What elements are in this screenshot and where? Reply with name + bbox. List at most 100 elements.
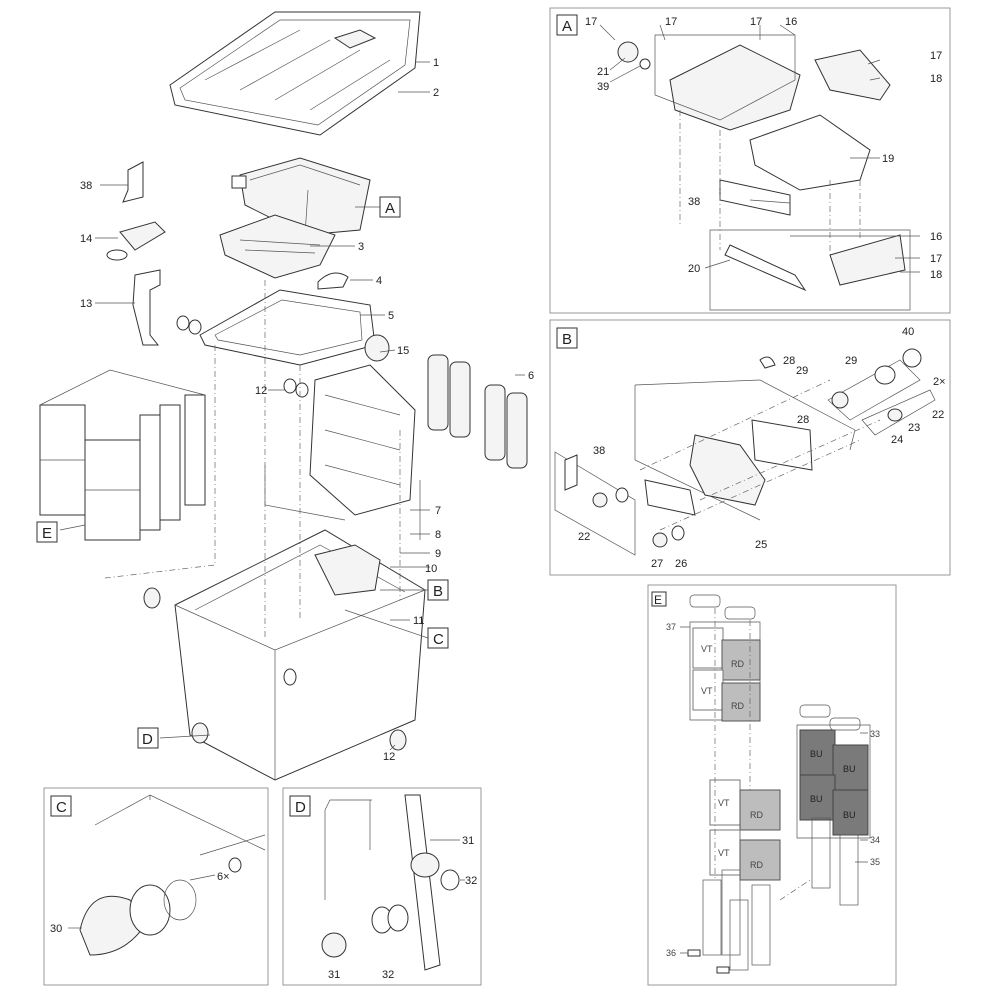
part-14 <box>119 221 166 251</box>
callout-label: E <box>654 593 662 607</box>
callout-label: 20 <box>688 263 700 275</box>
callout-label: 27 <box>651 558 663 570</box>
part-foam-stack <box>39 369 206 541</box>
callout-label: D <box>295 799 306 816</box>
detail-panel-d: D 31 32 31 32 <box>282 787 482 986</box>
callout-label: 31 <box>328 969 340 981</box>
callout-label: VT <box>701 686 713 696</box>
callout-label: BU <box>810 794 823 804</box>
callout-label: 18 <box>930 269 942 281</box>
callout-label: 37 <box>666 622 676 632</box>
callout-label: 25 <box>755 539 767 551</box>
detail-panel-e: E VT RD VT RD VT RD VT RD BU BU BU BU 37… <box>647 584 897 986</box>
callout-label: 10 <box>425 563 437 575</box>
callout-label: 17 <box>930 50 942 62</box>
callout-label: 31 <box>462 835 474 847</box>
callout-label: 38 <box>80 180 92 192</box>
callout-label: 17 <box>585 16 597 28</box>
callout-label: C <box>433 631 444 648</box>
callout-label: 7 <box>435 505 441 517</box>
callout-label: 6× <box>217 871 230 883</box>
callout-label: 1 <box>433 57 439 69</box>
callout-label: 19 <box>882 153 894 165</box>
callout-label: 36 <box>666 948 676 958</box>
callout-label: B <box>433 583 443 600</box>
callout-label: 8 <box>435 529 441 541</box>
callout-label: RD <box>731 659 744 669</box>
part-connector <box>143 587 161 609</box>
callout-label: 34 <box>870 835 880 845</box>
callout-label: 17 <box>665 16 677 28</box>
callout-label: 18 <box>930 73 942 85</box>
callout-label: 15 <box>397 345 409 357</box>
callout-label: 4 <box>376 275 382 287</box>
main-assembly: 1 2 38 14 13 3 4 5 15 12 6 7 8 9 10 11 1… <box>36 11 534 781</box>
part-filter-box <box>174 529 426 781</box>
main-callouts: 1 2 38 14 13 3 4 5 15 12 6 7 8 9 10 11 1… <box>80 57 534 763</box>
callout-label: BU <box>843 764 856 774</box>
callout-label: RD <box>731 701 744 711</box>
part-38 <box>122 161 144 203</box>
callout-label: 12 <box>255 385 267 397</box>
part-13 <box>132 269 161 346</box>
callout-label: D <box>142 731 153 748</box>
callout-label: 32 <box>465 875 477 887</box>
part-tray <box>219 214 336 279</box>
callout-label: 39 <box>597 81 609 93</box>
callout-label: 22 <box>932 409 944 421</box>
part-connector-d <box>191 722 209 744</box>
callout-label: 11 <box>413 615 424 627</box>
callout-label: C <box>56 799 67 816</box>
callout-label: 29 <box>796 365 808 377</box>
callout-label: 2× <box>933 376 946 388</box>
callout-label: 35 <box>870 857 880 867</box>
callout-label: 16 <box>930 231 942 243</box>
callout-label: RD <box>750 860 763 870</box>
callout-label: 13 <box>80 298 92 310</box>
callout-label: 3 <box>358 241 364 253</box>
callout-label: 32 <box>382 969 394 981</box>
callout-label: 9 <box>435 548 441 560</box>
detail-panel-b: B 40 28 29 29 2× 22 28 23 24 38 22 25 27… <box>549 319 951 576</box>
callout-label: 23 <box>908 422 920 434</box>
callout-label: 38 <box>593 445 605 457</box>
callout-label: BU <box>843 810 856 820</box>
callout-label: B <box>562 331 572 348</box>
callout-label: VT <box>718 798 730 808</box>
callout-label: BU <box>810 749 823 759</box>
part-cartridges <box>427 354 528 469</box>
section-references: A B C D E <box>36 196 449 749</box>
callout-label: 12 <box>383 751 395 763</box>
part-lid <box>169 11 421 136</box>
callout-label: 22 <box>578 531 590 543</box>
part-rings-12 <box>176 315 309 398</box>
callout-label: 17 <box>930 253 942 265</box>
part-connector-12 <box>389 729 407 751</box>
callout-label: VT <box>718 848 730 858</box>
part-base-plate <box>199 289 376 366</box>
callout-label: VT <box>701 644 713 654</box>
callout-label: A <box>385 200 395 217</box>
callout-label: 14 <box>80 233 92 245</box>
callout-label: 40 <box>902 326 914 338</box>
callout-label: 29 <box>845 355 857 367</box>
callout-label: 21 <box>597 66 609 78</box>
part-4 <box>317 272 349 290</box>
detail-panel-a: A 17 17 17 16 21 39 17 18 19 38 16 17 18… <box>549 7 951 314</box>
callout-label: 24 <box>891 434 903 446</box>
callout-label: 38 <box>688 196 700 208</box>
callout-label: 30 <box>50 923 62 935</box>
callout-label: 28 <box>797 414 809 426</box>
callout-label: 5 <box>388 310 394 322</box>
callout-label: E <box>42 525 52 542</box>
callout-label: 16 <box>785 16 797 28</box>
callout-label: 33 <box>870 729 880 739</box>
callout-label: 17 <box>750 16 762 28</box>
part-15 <box>364 334 390 362</box>
detail-panel-c: C 30 6× <box>43 787 269 986</box>
callout-label: 26 <box>675 558 687 570</box>
callout-label: 6 <box>528 370 534 382</box>
callout-label: A <box>562 18 572 35</box>
callout-label: 2 <box>433 87 439 99</box>
